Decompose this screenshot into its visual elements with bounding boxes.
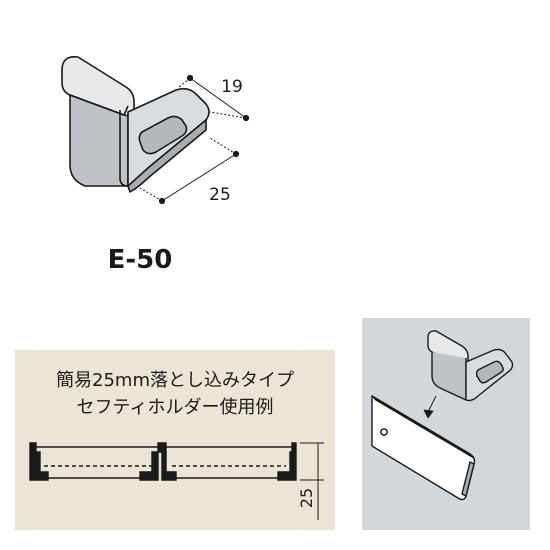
height-label: 25 [297, 488, 316, 508]
mini-hook-top [427, 330, 469, 366]
hook-top [61, 55, 135, 117]
channel-middle [139, 442, 177, 481]
cross-section-profile [29, 442, 297, 481]
dimension-19 [177, 74, 250, 122]
board-top-edge [371, 395, 475, 459]
dim-25-label: 25 [209, 185, 231, 205]
dim-19-ext1 [177, 77, 191, 89]
usage-panel [15, 350, 335, 530]
dimension-25 [139, 137, 240, 205]
holder-part-illustration [61, 55, 210, 193]
usage-title-line2: セフティホルダー使用例 [77, 397, 274, 418]
dim-19-line [189, 77, 247, 119]
base-plate-edge [127, 119, 207, 193]
usage-title-line1: 簡易25mm落とし込みタイプ [56, 370, 294, 391]
board-end-edge [461, 461, 475, 497]
mini-back-plate [431, 352, 467, 401]
base-slot [138, 115, 188, 155]
hook-edge [69, 94, 129, 116]
hook-inner [119, 110, 129, 187]
back-plate [69, 94, 129, 187]
screw-hole [380, 428, 388, 436]
model-name: E-50 [108, 245, 173, 275]
mount-illustration [371, 330, 514, 501]
dim-19-dot2 [242, 114, 250, 122]
dim-25-ext2 [209, 137, 237, 155]
arrow-line [427, 395, 437, 413]
channel-left [29, 442, 49, 481]
dim-25-line [161, 153, 237, 202]
arrow-head [423, 409, 434, 419]
dim-19-label: 19 [221, 77, 243, 97]
height-dimension [300, 442, 324, 520]
dim-25-dot1 [158, 197, 166, 205]
dim-19-ext2 [209, 111, 247, 119]
dim-25-dot2 [232, 150, 240, 158]
channel-right [277, 442, 297, 481]
dim-25-ext1 [139, 187, 163, 202]
mini-base-slot [475, 360, 504, 384]
dim-19-dot1 [186, 74, 194, 82]
